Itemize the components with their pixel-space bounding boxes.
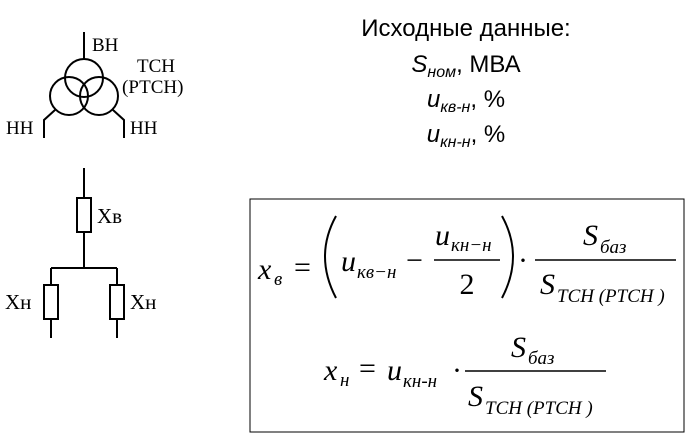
f1-half-denominator: 2 xyxy=(460,268,475,301)
u2-subscript: кн-н xyxy=(440,134,471,151)
f2-u-sub: кн-н xyxy=(403,371,437,392)
f1-minus: − xyxy=(406,244,423,277)
u1-unit: , % xyxy=(470,86,505,113)
lv-right-winding-circle xyxy=(79,76,119,116)
transformer-name-alt-label: (РТСН) xyxy=(122,77,183,98)
f2-num-sub: баз xyxy=(528,348,554,369)
f1-lhs-var: x xyxy=(257,253,272,286)
f1-equals: = xyxy=(294,251,311,284)
u1-symbol: u xyxy=(427,86,440,113)
f2-lhs-var: x xyxy=(323,354,338,387)
u2-unit: , % xyxy=(471,121,506,148)
f1-u-a: u xyxy=(341,245,356,278)
initial-data-title: Исходные данные: xyxy=(361,15,570,42)
xv-resistor xyxy=(76,197,92,233)
s-subscript: ном xyxy=(427,64,456,81)
lv-right-label: НН xyxy=(130,118,158,139)
formula-xv: x в = u кв−н − u кн−н 2 · S баз S ТСН (Р… xyxy=(257,215,676,307)
lv-left-lead-line xyxy=(43,109,56,138)
xn-right-label: Хн xyxy=(130,290,156,314)
f1-u-b: u xyxy=(435,219,450,252)
xn-left-resistor xyxy=(43,284,59,320)
f2-dot: · xyxy=(452,354,462,387)
f1-den-sub: ТСН (РТСН ) xyxy=(557,286,665,307)
f2-u-var: u xyxy=(387,354,402,387)
initial-data-u2-line: uкн-н, % xyxy=(427,121,506,151)
f2-equals: = xyxy=(359,352,376,385)
u1-subscript: кв-н xyxy=(440,99,470,116)
lv-left-winding-circle xyxy=(49,76,89,116)
initial-data-s-line: Sном, МВА xyxy=(411,51,520,81)
equivalent-circuit xyxy=(43,168,125,338)
f2-den-sub: ТСН (РТСН ) xyxy=(485,398,593,419)
formula-box xyxy=(249,198,685,433)
f1-u-b-sub: кн−н xyxy=(451,235,492,256)
xn-left-label: Хн xyxy=(5,290,31,314)
hv-label: ВН xyxy=(92,35,119,56)
f1-num-var: S xyxy=(583,219,598,252)
transformer-name-label: ТСН xyxy=(137,56,175,77)
f2-den-var: S xyxy=(468,380,483,413)
f1-left-paren xyxy=(324,215,337,299)
f2-lhs-sub: н xyxy=(340,370,349,391)
initial-data-u1-line: uкв-н, % xyxy=(427,86,505,116)
f2-num-var: S xyxy=(511,331,526,364)
lv-right-lead-line xyxy=(112,109,125,138)
u2-symbol: u xyxy=(427,121,440,148)
lv-left-label: НН xyxy=(6,118,34,139)
formula-xn: x н = u кн-н · S баз S ТСН (РТСН ) xyxy=(323,331,606,419)
f1-u-a-sub: кв−н xyxy=(357,262,396,283)
f1-lhs-sub: в xyxy=(274,269,282,290)
xn-right-resistor xyxy=(109,284,125,320)
f1-num-sub: баз xyxy=(600,237,626,258)
f1-den-var: S xyxy=(540,268,555,301)
s-unit: , МВА xyxy=(456,51,521,78)
xv-label: Хв xyxy=(97,204,122,228)
transformer-symbol xyxy=(43,32,125,138)
f1-dot: · xyxy=(518,244,528,277)
s-symbol: S xyxy=(411,51,427,78)
f1-right-paren xyxy=(501,215,514,299)
